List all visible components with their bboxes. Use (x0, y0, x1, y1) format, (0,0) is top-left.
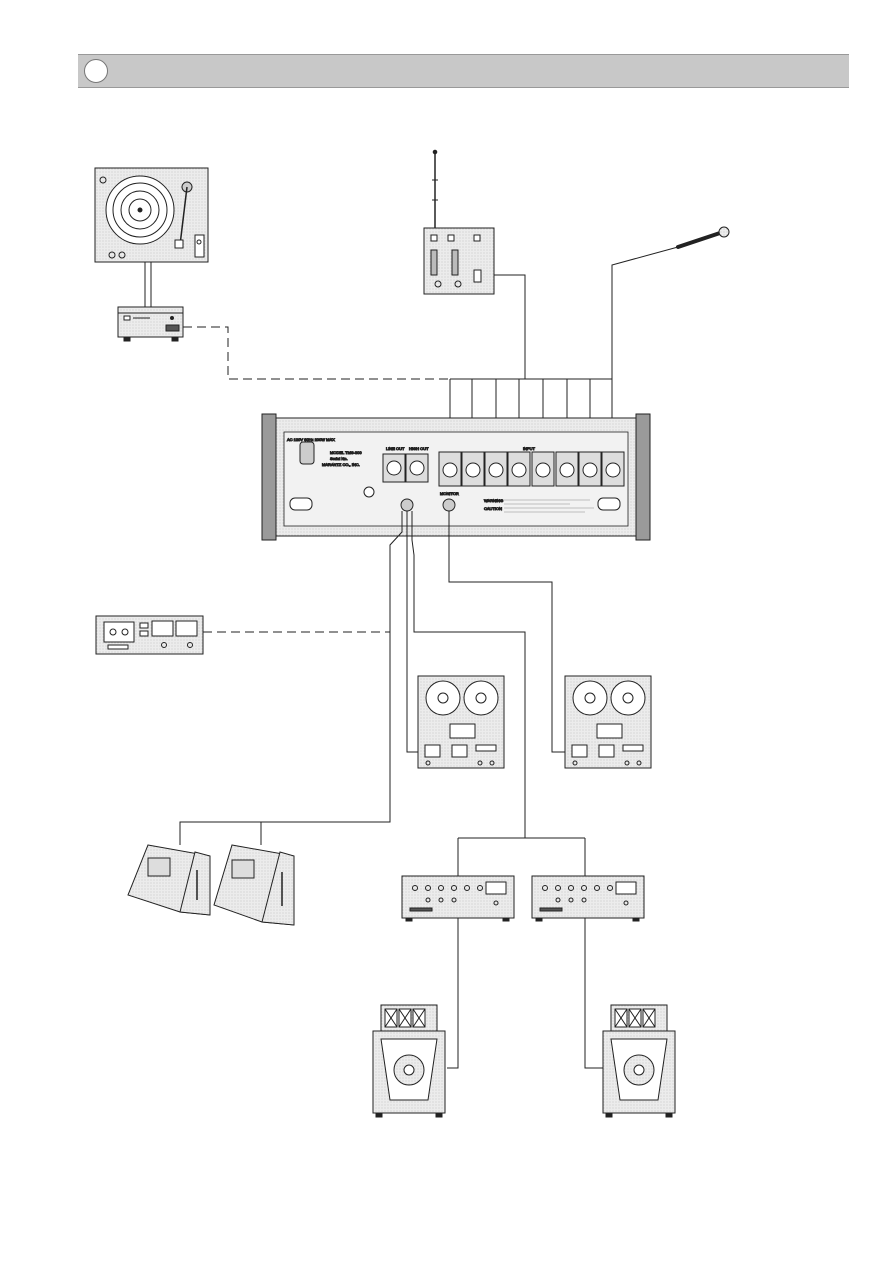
phono-preamp (117, 306, 184, 342)
turntable (94, 167, 209, 263)
panel-label-model: MODEL TMS-300 (330, 450, 362, 455)
wireless-receiver (423, 149, 495, 295)
stage-monitor-1 (127, 844, 211, 916)
output-cables (179, 511, 586, 876)
panel-label-caution: CAUTION (484, 506, 502, 511)
stage-monitor-2 (213, 844, 295, 926)
microphone-cable (611, 246, 679, 379)
main-speaker-right (602, 1004, 676, 1118)
panel-label-maker: MARANTZ CO., INC. (322, 462, 360, 467)
panel-label-line-out: LINE OUT (386, 446, 405, 451)
section-header-bar (78, 54, 849, 88)
panel-label-monitor: MONITOR (440, 491, 459, 496)
turntable-cable (144, 262, 152, 307)
mixer-rear-panel: AC 120V 60Hz 200W MAX MODEL TMS-300 Seri… (261, 413, 651, 541)
reel-to-reel-deck-2 (564, 675, 652, 769)
microphone (676, 226, 730, 249)
panel-label-warning: WARNING (484, 498, 503, 503)
receiver-cable (494, 274, 526, 379)
section-bullet-icon (84, 59, 108, 83)
reel-to-reel-deck-1 (417, 675, 505, 769)
panel-label-ac: AC 120V 60Hz 200W MAX (287, 437, 335, 442)
panel-label-serial: Serial No. (330, 456, 348, 461)
power-amplifier-1 (401, 875, 515, 922)
cassette-deck (95, 615, 204, 655)
phono-line-cable (183, 326, 450, 380)
main-speaker-left (372, 1004, 446, 1118)
panel-label-high-out: HIGH OUT (409, 446, 429, 451)
panel-label-input: INPUT (523, 446, 536, 451)
power-amplifier-2 (531, 875, 645, 922)
amp-speaker-cables (447, 918, 605, 1069)
